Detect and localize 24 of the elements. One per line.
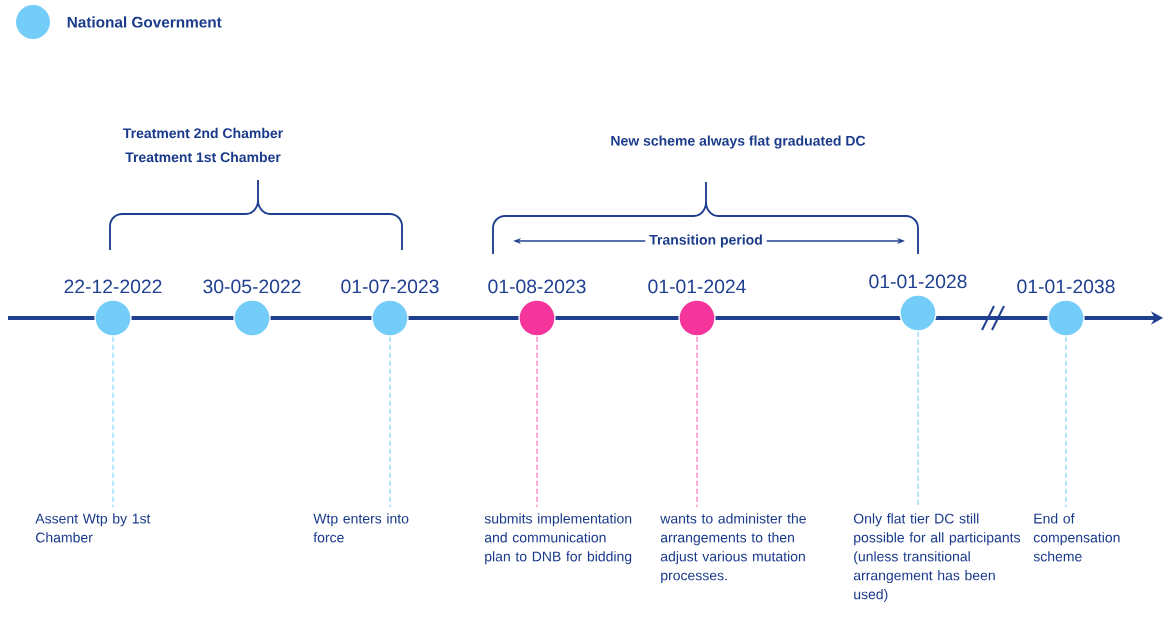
node-label: 01-07-2023 xyxy=(341,279,439,294)
event-description: Wtp enters into force xyxy=(313,513,409,543)
leader-line xyxy=(536,336,538,508)
annotation-text: Treatment 2nd Chamber xyxy=(123,127,283,139)
event-description: wants to administer the arrangements to then adjust various mutation processes. xyxy=(660,513,806,584)
leader-line xyxy=(389,336,391,508)
node-label: 01-01-2024 xyxy=(648,279,746,294)
leader-line xyxy=(1065,336,1067,508)
annotation-text: New scheme always flat graduated DC xyxy=(611,135,866,149)
node-label: 01-01-2028 xyxy=(869,274,967,289)
node-label: 22-12-2022 xyxy=(64,279,162,294)
event-description: submits implementation and communication plan to DNB for bidding xyxy=(484,513,632,565)
node-label: 01-01-2038 xyxy=(1017,279,1115,294)
event-description: End of compensation scheme xyxy=(1033,513,1120,562)
leader-line xyxy=(112,336,114,508)
node-label: 01-08-2023 xyxy=(488,279,586,294)
node-label: 30-05-2022 xyxy=(203,279,301,294)
annotation-text: Transition period xyxy=(645,230,767,252)
legend-text: National Government xyxy=(67,16,222,28)
leader-line xyxy=(696,336,698,508)
annotation-text: Treatment 1st Chamber xyxy=(125,151,281,163)
event-description: Only flat tier DC still possible for all participants (unless transitional arrangement has been used) xyxy=(853,513,1020,603)
event-description: Assent Wtp by 1st Chamber xyxy=(35,513,151,543)
leader-line xyxy=(917,331,919,508)
